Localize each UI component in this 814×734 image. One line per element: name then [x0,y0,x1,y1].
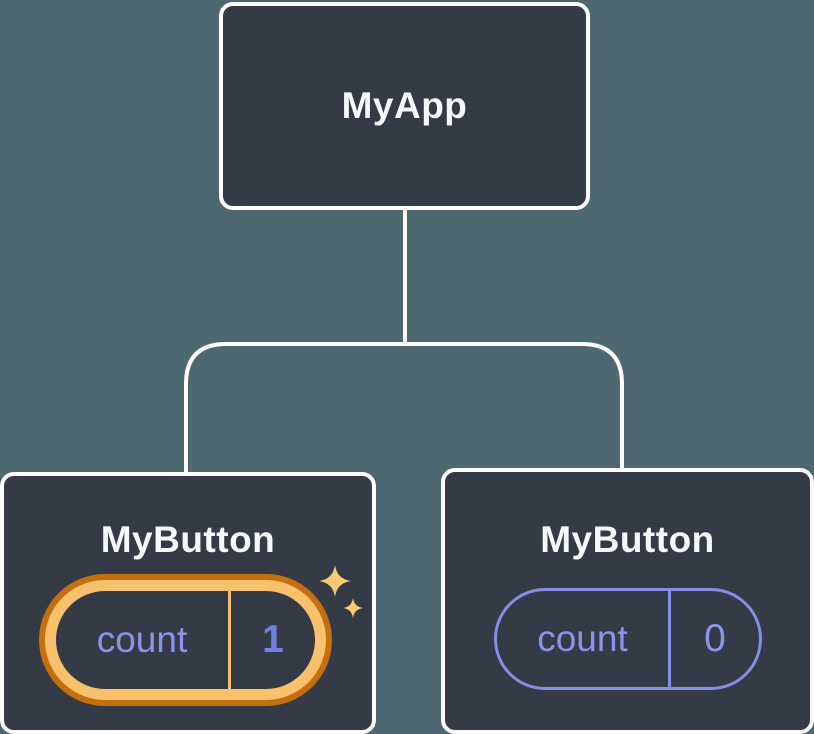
node-mybutton-active: MyButton count 1 [0,472,376,734]
state-pill-body: count 1 [56,591,315,689]
node-mybutton-idle: MyButton count 0 [441,468,814,734]
sparkle-icon-small [343,598,363,618]
state-pill-highlighted: count 1 [39,574,332,706]
state-value-label: 1 [262,618,284,661]
state-key-label: count [96,619,188,660]
state-key-label: count [537,618,628,659]
node-myapp-label: MyApp [341,85,468,126]
sparkle-icon [319,565,351,597]
connector-branch [184,342,624,478]
pill-divider [228,591,231,689]
state-pill-idle: count 0 [494,588,762,690]
node-myapp: MyApp [219,2,590,210]
pill-divider [668,591,671,687]
state-value-label: 0 [704,617,726,660]
node-mybutton-active-label: MyButton [100,519,276,560]
node-mybutton-idle-label: MyButton [540,519,715,560]
